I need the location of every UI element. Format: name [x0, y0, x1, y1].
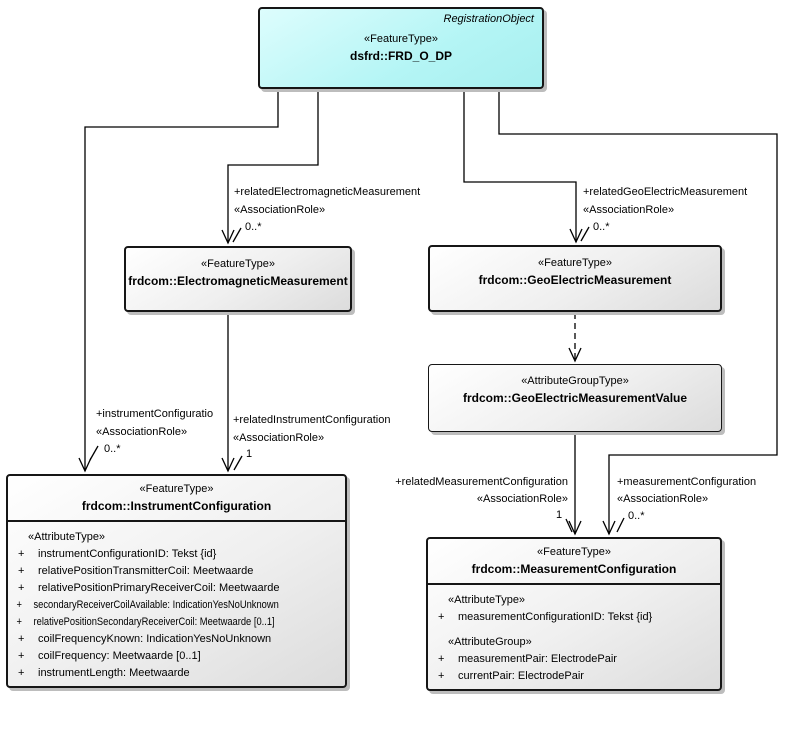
association-multiplicity-label: 0..* [628, 510, 645, 522]
attribute-text: measurementConfigurationID: Tekst {id} [458, 611, 653, 623]
class-instrument-configuration[interactable]: «FeatureType» frdcom::InstrumentConfigur… [6, 474, 347, 688]
class-frd-o-dp[interactable]: RegistrationObject «FeatureType» dsfrd::… [258, 7, 544, 89]
attribute-section-label: «AttributeGroup» [448, 636, 532, 648]
attribute-text: currentPair: ElectrodePair [458, 670, 584, 682]
association-role-label: +relatedElectromagneticMeasurement [234, 186, 421, 198]
attribute-row: + currentPair: ElectrodePair [428, 668, 720, 685]
arrowhead-frd-to-geoelectric [569, 228, 583, 244]
attribute-section-label: «AttributeType» [448, 594, 526, 606]
association-stereotype-label: «AssociationRole» [617, 493, 709, 505]
attribute-row: + coilFrequencyKnown: IndicationYesNoUnkn… [8, 631, 345, 648]
visibility-plus: + [18, 565, 25, 577]
association-stereotype-label: «AssociationRole» [234, 204, 326, 216]
class-geo-electric-measurement[interactable]: «FeatureType» frdcom::GeoElectricMeasure… [428, 245, 722, 312]
arrowhead-geoelectric-to-value [568, 347, 582, 363]
visibility-plus: + [438, 653, 445, 665]
arrowhead-frd-to-measurement [602, 520, 616, 536]
attribute-text: instrumentConfigurationID: Tekst {id} [38, 548, 217, 560]
association-multiplicity-label: 1 [556, 509, 563, 521]
attribute-row: + instrumentLength: Meetwaarde [8, 665, 345, 682]
association-frd-to-geoelectric-line [463, 89, 577, 242]
arrowhead-value-to-measurement [568, 520, 582, 536]
class-name: dsfrd::FRD_O_DP [349, 49, 452, 63]
arrowhead-frd-to-electromagnetic [221, 229, 235, 245]
visibility-plus: + [18, 548, 25, 560]
class-stereotype: «FeatureType» [537, 546, 611, 558]
attribute-section-label: «AttributeType» [28, 531, 106, 543]
attribute-row: + relativePositionTransmitterCoil: Meetwa… [8, 563, 345, 580]
attribute-row: + coilFrequency: Meetwaarde [0..1] [8, 648, 345, 665]
association-role-label: +measurementConfiguration [617, 476, 757, 488]
multiplicity-tick [232, 227, 242, 243]
association-stereotype-label: «AssociationRole» [233, 432, 325, 444]
multiplicity-tick [580, 226, 590, 242]
attribute-row: + secondaryReceiverCoilAvailable: Indicat… [8, 597, 294, 614]
visibility-plus: + [438, 611, 445, 623]
visibility-plus: + [18, 633, 25, 645]
class-name: frdcom::GeoElectricMeasurement [478, 273, 672, 287]
visibility-plus: + [18, 582, 25, 594]
attribute-compartment: «AttributeType» + instrumentConfiguration… [8, 522, 345, 682]
visibility-plus: + [16, 599, 22, 611]
attribute-text: coilFrequencyKnown: IndicationYesNoUnkno… [38, 633, 272, 645]
class-name: frdcom::InstrumentConfiguration [81, 499, 272, 513]
multiplicity-tick [616, 517, 625, 533]
attribute-row: + measurementConfigurationID: Tekst {id} [428, 609, 720, 626]
attribute-text: measurementPair: ElectrodePair [458, 653, 617, 665]
class-name: frdcom::MeasurementConfiguration [471, 562, 677, 576]
class-measurement-configuration[interactable]: «FeatureType» frdcom::MeasurementConfigu… [426, 537, 722, 691]
class-electromagnetic-measurement[interactable]: «FeatureType» frdcom::ElectromagneticMea… [124, 246, 352, 312]
visibility-plus: + [438, 670, 445, 682]
association-role-label: +instrumentConfiguratio [96, 408, 214, 420]
association-stereotype-label: «AssociationRole» [96, 426, 188, 438]
association-multiplicity-label: 0..* [245, 221, 262, 233]
class-annotation: RegistrationObject [443, 13, 535, 25]
attribute-text: relativePositionPrimaryReceiverCoil: Mee… [38, 582, 280, 594]
attribute-row: + relativePositionPrimaryReceiverCoil: Me… [8, 580, 345, 597]
class-name: frdcom::ElectromagneticMeasurement [128, 274, 348, 288]
visibility-plus: + [18, 650, 25, 662]
association-role-label: +relatedInstrumentConfiguration [233, 414, 391, 426]
attribute-row: + measurementPair: ElectrodePair [428, 651, 720, 668]
arrowhead-frd-to-instrument [78, 457, 92, 473]
multiplicity-tick [233, 455, 243, 471]
class-stereotype: «FeatureType» [364, 33, 438, 45]
association-stereotype-label: «AssociationRole» [583, 204, 675, 216]
attribute-text: secondaryReceiverCoilAvailable: Indicati… [33, 599, 279, 611]
association-multiplicity-label: 0..* [104, 443, 121, 455]
attribute-text: relativePositionSecondaryReceiverCoil: M… [33, 616, 275, 628]
attribute-row: + instrumentConfigurationID: Tekst {id} [8, 546, 345, 563]
class-stereotype: «AttributeGroupType» [521, 375, 629, 387]
association-role-label: +relatedMeasurementConfiguration [395, 476, 568, 488]
visibility-plus: + [16, 616, 22, 628]
class-stereotype: «FeatureType» [538, 257, 612, 269]
attribute-text: relativePositionTransmitterCoil: Meetwaa… [38, 565, 254, 577]
class-geo-electric-measurement-value[interactable]: «AttributeGroupType» frdcom::GeoElectric… [428, 364, 722, 432]
association-role-label: +relatedGeoElectricMeasurement [583, 186, 748, 198]
association-stereotype-label: «AssociationRole» [476, 493, 568, 505]
attribute-compartment: «AttributeType» + measurementConfiguratio… [428, 585, 720, 685]
attribute-row: + relativePositionSecondaryReceiverCoil: … [8, 614, 294, 631]
attribute-text: instrumentLength: Meetwaarde [38, 667, 190, 679]
class-stereotype: «FeatureType» [201, 258, 275, 270]
class-name: frdcom::GeoElectricMeasurementValue [462, 391, 688, 405]
visibility-plus: + [18, 667, 25, 679]
multiplicity-tick [89, 445, 99, 461]
multiplicity-tick [565, 518, 573, 533]
association-multiplicity-label: 0..* [593, 221, 610, 233]
arrowhead-em-to-instrument [221, 457, 235, 473]
class-stereotype: «FeatureType» [139, 483, 214, 495]
association-multiplicity-label: 1 [246, 448, 253, 460]
attribute-text: coilFrequency: Meetwaarde [0..1] [38, 650, 201, 662]
association-frd-to-electromagnetic-line [227, 89, 319, 243]
